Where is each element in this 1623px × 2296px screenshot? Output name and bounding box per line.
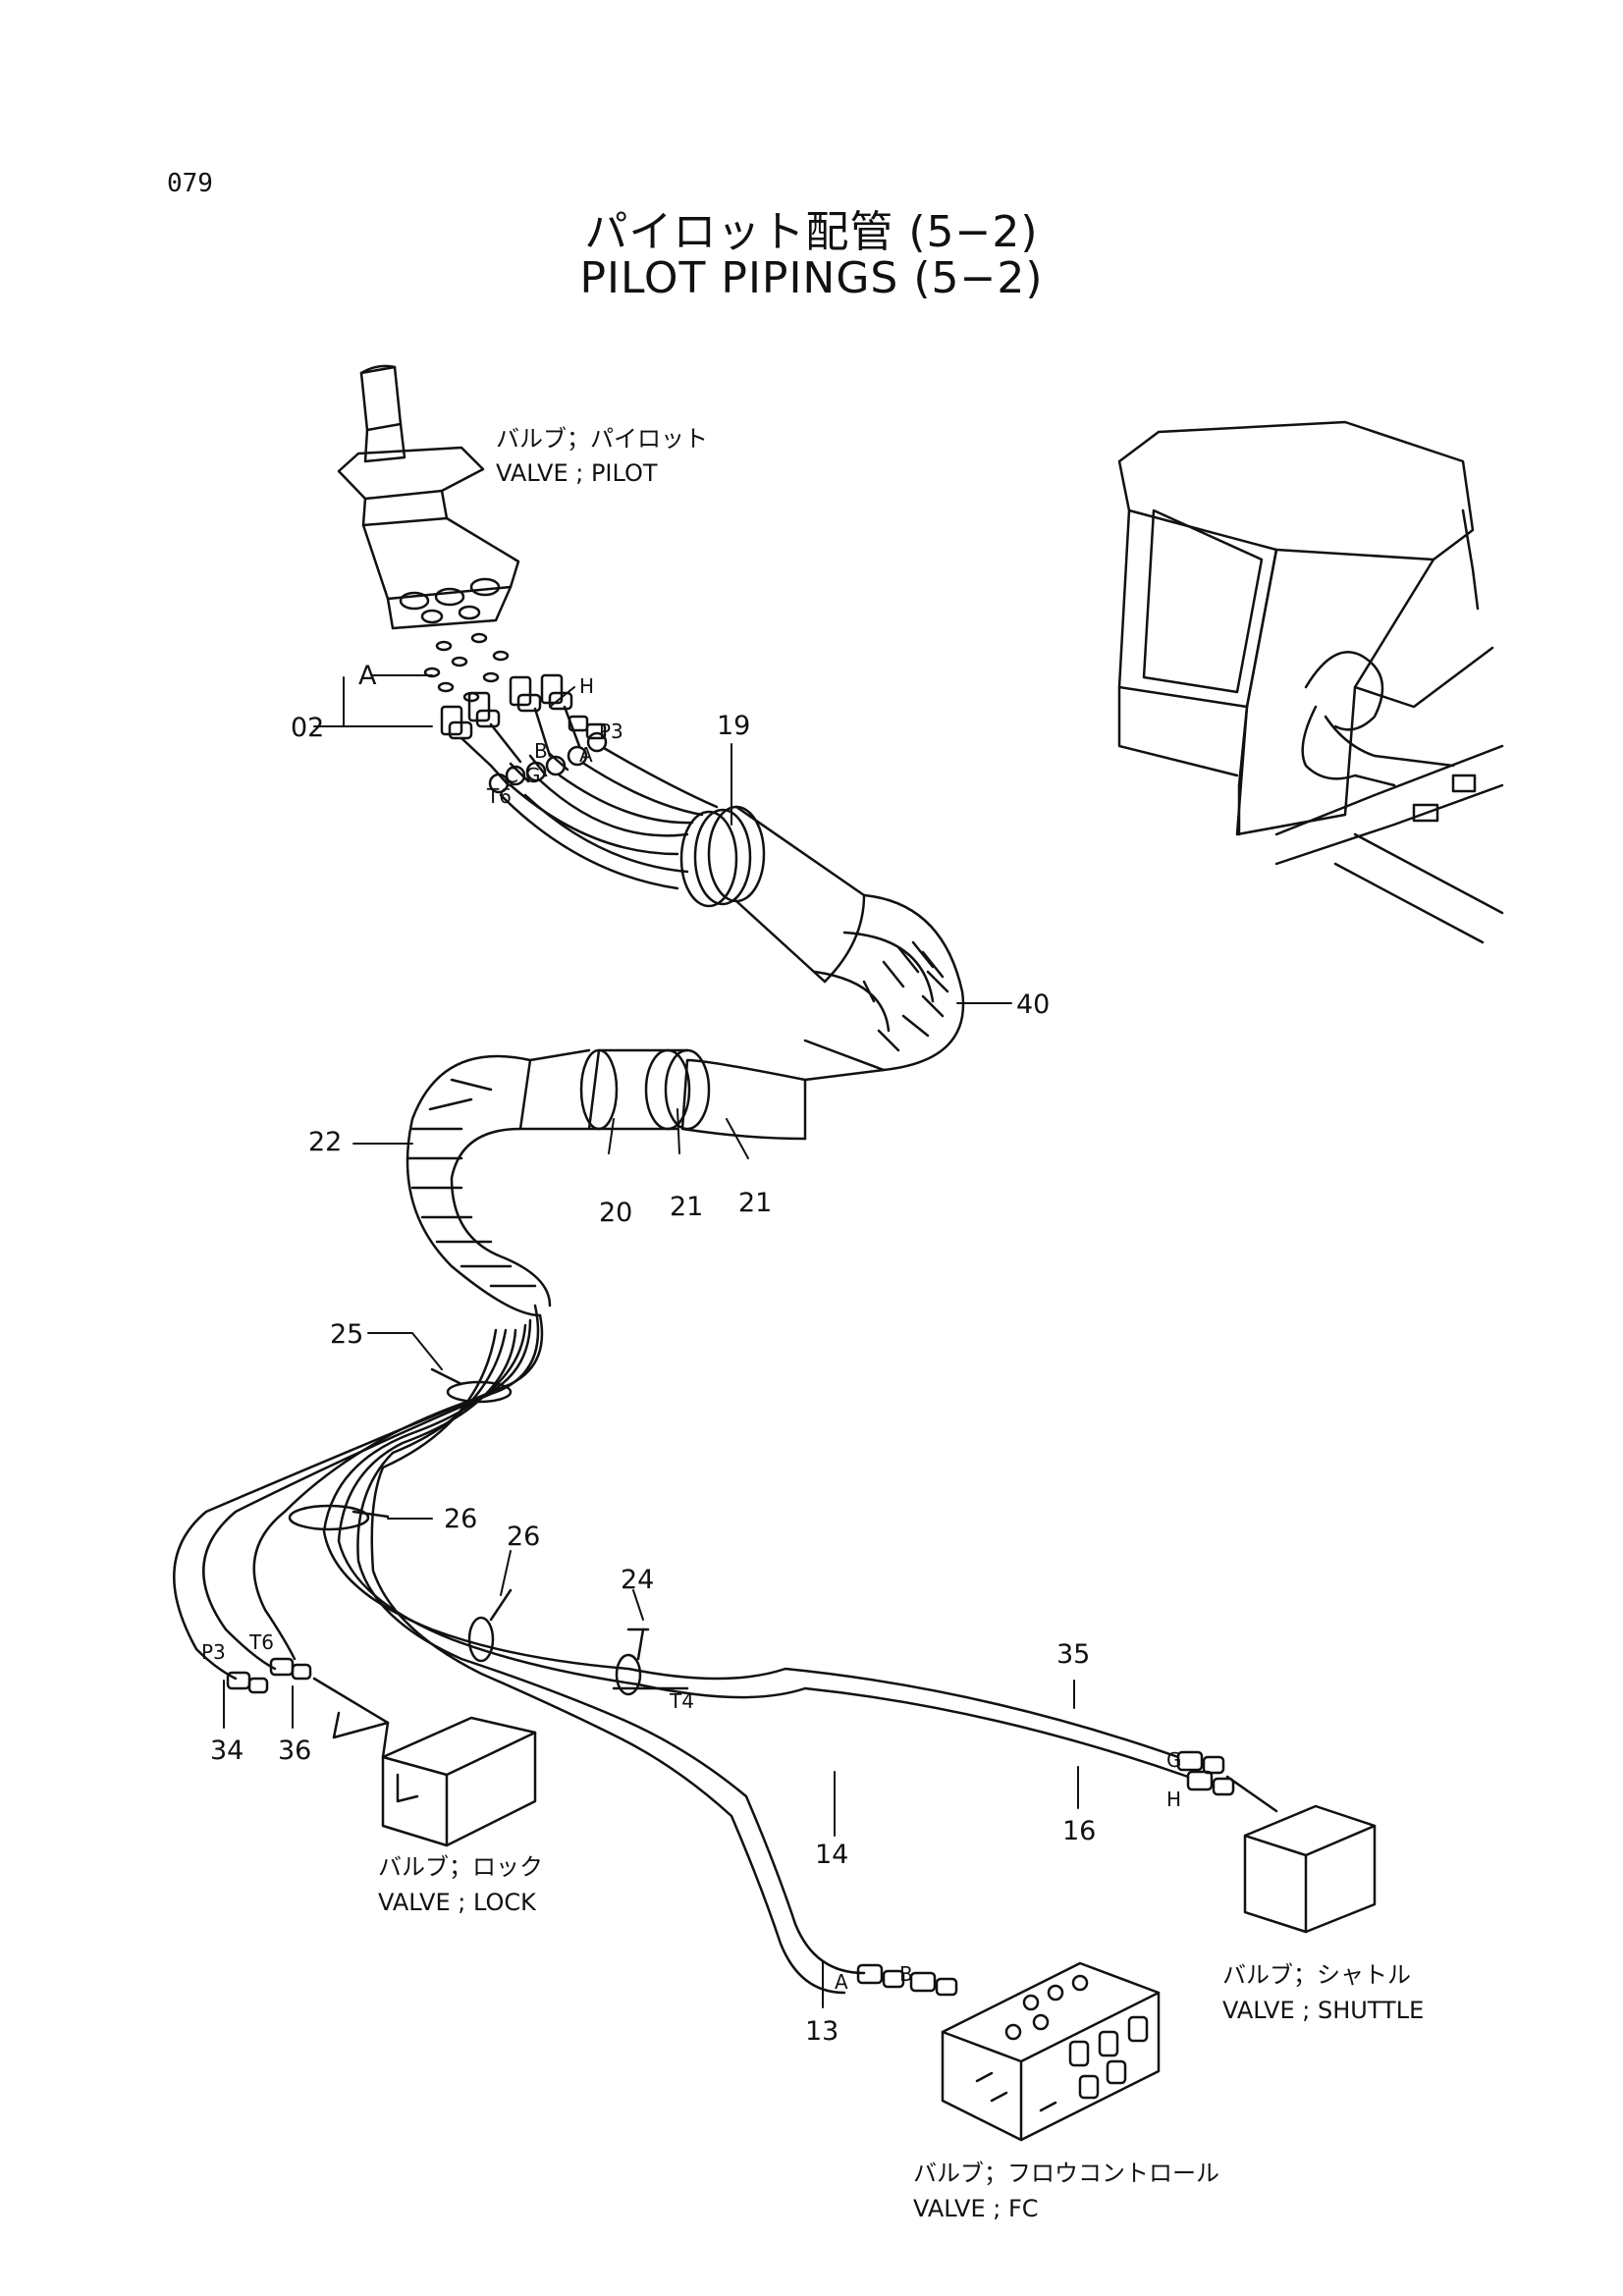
callout-numbers: 02 19 40 22 20 21 21 25 26 26 24 35 16 1…: [210, 711, 1096, 2047]
port-label-b-top: B: [534, 739, 548, 763]
callout-02: 02: [291, 713, 324, 743]
callout-21b: 21: [738, 1188, 772, 1218]
port-label-h-right: H: [1166, 1788, 1181, 1811]
port-label-a-top: A: [358, 661, 377, 691]
page-number: 079: [167, 169, 213, 198]
callout-26a: 26: [444, 1504, 477, 1534]
shuttle-valve-caption-ja: バルブ；シャトル: [1222, 1961, 1411, 1989]
callout-36: 36: [278, 1735, 311, 1766]
leader-lines: [223, 674, 1079, 2008]
port-labels: A H P3 B A G C T6 T6 P3 T4 G H A B: [201, 661, 1182, 1994]
callout-14: 14: [815, 1840, 848, 1870]
protective-sleeve: [406, 805, 965, 1317]
pilot-valve-caption-en: VALVE ; PILOT: [496, 459, 658, 487]
fc-valve-caption-ja: バルブ；フロウコントロール: [913, 2160, 1219, 2187]
lock-valve-caption-en: VALVE ; LOCK: [378, 1889, 537, 1916]
title-english: PILOT PIPINGS (5−2): [579, 253, 1044, 303]
excavator-cab-illustration: [1117, 420, 1504, 944]
hose-bundle: [499, 746, 719, 890]
port-label-t4: T4: [669, 1689, 694, 1713]
callout-21a: 21: [670, 1192, 703, 1222]
port-label-b-bottom: B: [899, 1962, 913, 1986]
callout-22: 22: [308, 1127, 342, 1157]
port-label-a2-top: A: [579, 743, 593, 767]
callout-13: 13: [805, 2016, 839, 2047]
port-label-t6-bottom: T6: [248, 1630, 274, 1654]
port-label-h-top: H: [579, 674, 594, 698]
callout-16: 16: [1062, 1816, 1096, 1846]
shuttle-valve-illustration: [1225, 1775, 1377, 1934]
clamps: [288, 1367, 650, 1696]
callout-26b: 26: [507, 1522, 540, 1552]
callout-34: 34: [210, 1735, 243, 1766]
fc-valve-illustration: [941, 1961, 1161, 2142]
title-japanese: パイロット配管 (5−2): [584, 207, 1039, 257]
fitting-cluster: [440, 673, 608, 794]
callout-20: 20: [599, 1198, 632, 1228]
component-captions: バルブ；パイロット VALVE ; PILOT バルブ；ロック VALVE ; …: [378, 425, 1424, 2222]
lower-hoses: [173, 1304, 1190, 1995]
port-label-a-bottom: A: [835, 1970, 848, 1994]
fc-valve-caption-en: VALVE ; FC: [913, 2195, 1039, 2222]
port-label-g-right: G: [1166, 1748, 1182, 1772]
pilot-valve-caption-ja: バルブ；パイロット: [496, 425, 708, 453]
port-label-p3-bottom: P3: [201, 1640, 226, 1664]
lock-valve-illustration: [312, 1677, 537, 1847]
port-label-t6-top: T6: [486, 784, 512, 808]
shuttle-valve-caption-en: VALVE ; SHUTTLE: [1222, 1997, 1424, 2024]
callout-40: 40: [1016, 989, 1050, 1020]
lower-fittings: [226, 1657, 1235, 1997]
callout-24: 24: [621, 1565, 654, 1595]
callout-19: 19: [717, 711, 750, 741]
pilot-valve-illustration: [337, 364, 520, 703]
port-label-g-top: G: [525, 764, 541, 787]
port-label-p3-top: P3: [599, 720, 623, 743]
callout-35: 35: [1056, 1639, 1090, 1670]
port-label-c-top: C: [505, 764, 518, 787]
lock-valve-caption-ja: バルブ；ロック: [378, 1853, 543, 1881]
callout-25: 25: [330, 1319, 363, 1350]
